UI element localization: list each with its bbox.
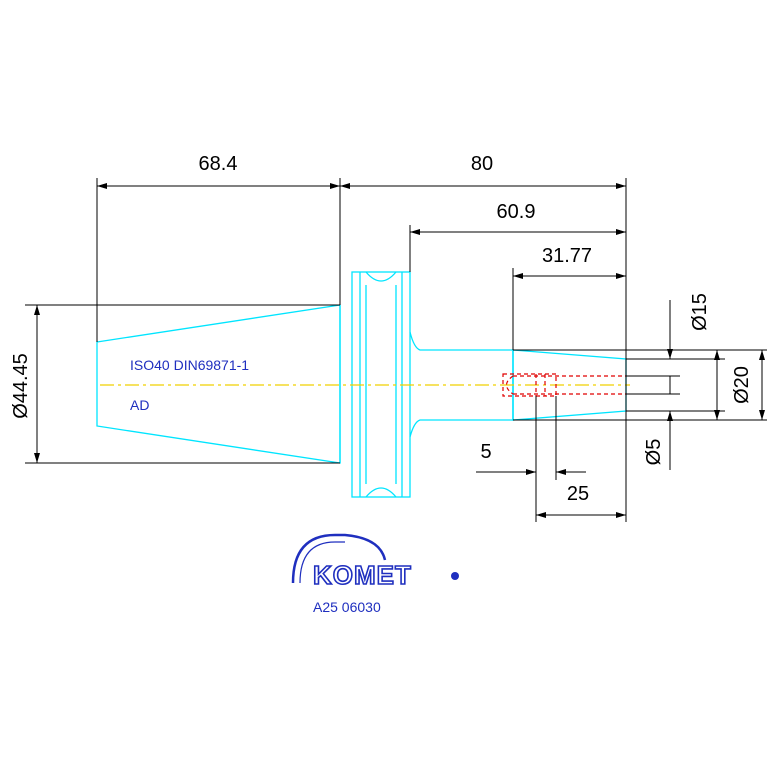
dim-31-77: 31.77	[542, 245, 592, 267]
dim-diameter-5: Ø5	[643, 439, 665, 466]
part-number: A25 06030	[313, 599, 381, 615]
dim-diameter-44-45: Ø44.45	[10, 353, 32, 419]
dim-60-9: 60.9	[497, 201, 536, 223]
form-label: AD	[130, 397, 149, 413]
hidden-bore	[502, 373, 626, 397]
dim-diameter-20: Ø20	[731, 366, 753, 404]
komet-logo: KOMET	[291, 533, 459, 591]
logo-arc	[291, 533, 387, 584]
standard-label: ISO40 DIN69871-1	[130, 357, 249, 373]
taper-shank	[96, 304, 341, 464]
dim-68-4: 68.4	[199, 153, 238, 175]
dim-diameter-15: Ø15	[689, 293, 711, 331]
dimension-lines	[25, 178, 767, 522]
dim-80: 80	[471, 153, 493, 175]
logo-dot	[451, 572, 459, 580]
dim-25: 25	[567, 483, 589, 505]
dim-5: 5	[480, 441, 491, 463]
flange-groove	[365, 271, 397, 282]
logo-text: KOMET	[313, 560, 412, 590]
